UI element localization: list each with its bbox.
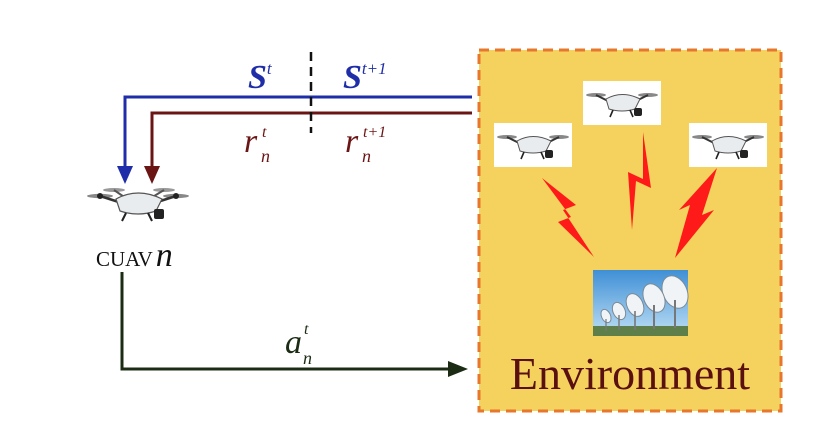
state-arrow xyxy=(117,95,472,184)
drone-icon xyxy=(87,188,189,222)
reward-arrow xyxy=(144,111,472,184)
svg-text:r: r xyxy=(244,123,258,160)
reward-t-label: r t n xyxy=(244,123,270,166)
agent-label: CUAVn xyxy=(96,237,173,274)
svg-text:n: n xyxy=(303,348,312,368)
reward-t1-label: r t+1 n xyxy=(345,123,386,166)
svg-text:n: n xyxy=(362,146,371,166)
action-arrow xyxy=(120,272,468,377)
svg-text:t: t xyxy=(304,321,309,338)
drone-icon xyxy=(689,123,767,167)
drone-icon xyxy=(494,123,572,167)
drone-icon xyxy=(583,81,661,125)
action-label: a t n xyxy=(285,321,312,368)
svg-text:t: t xyxy=(262,124,267,141)
svg-text:r: r xyxy=(345,123,359,160)
state-t1-label: St+1 xyxy=(343,59,387,96)
state-t-label: St xyxy=(248,59,273,96)
lightning-icon xyxy=(542,178,594,257)
satellite-dish-icon xyxy=(593,270,689,336)
svg-text:t+1: t+1 xyxy=(363,124,386,141)
lightning-icon xyxy=(675,168,717,258)
lightning-icon xyxy=(628,132,651,230)
svg-text:a: a xyxy=(285,324,302,361)
svg-text:n: n xyxy=(261,146,270,166)
environment-label: Environment xyxy=(510,348,750,399)
